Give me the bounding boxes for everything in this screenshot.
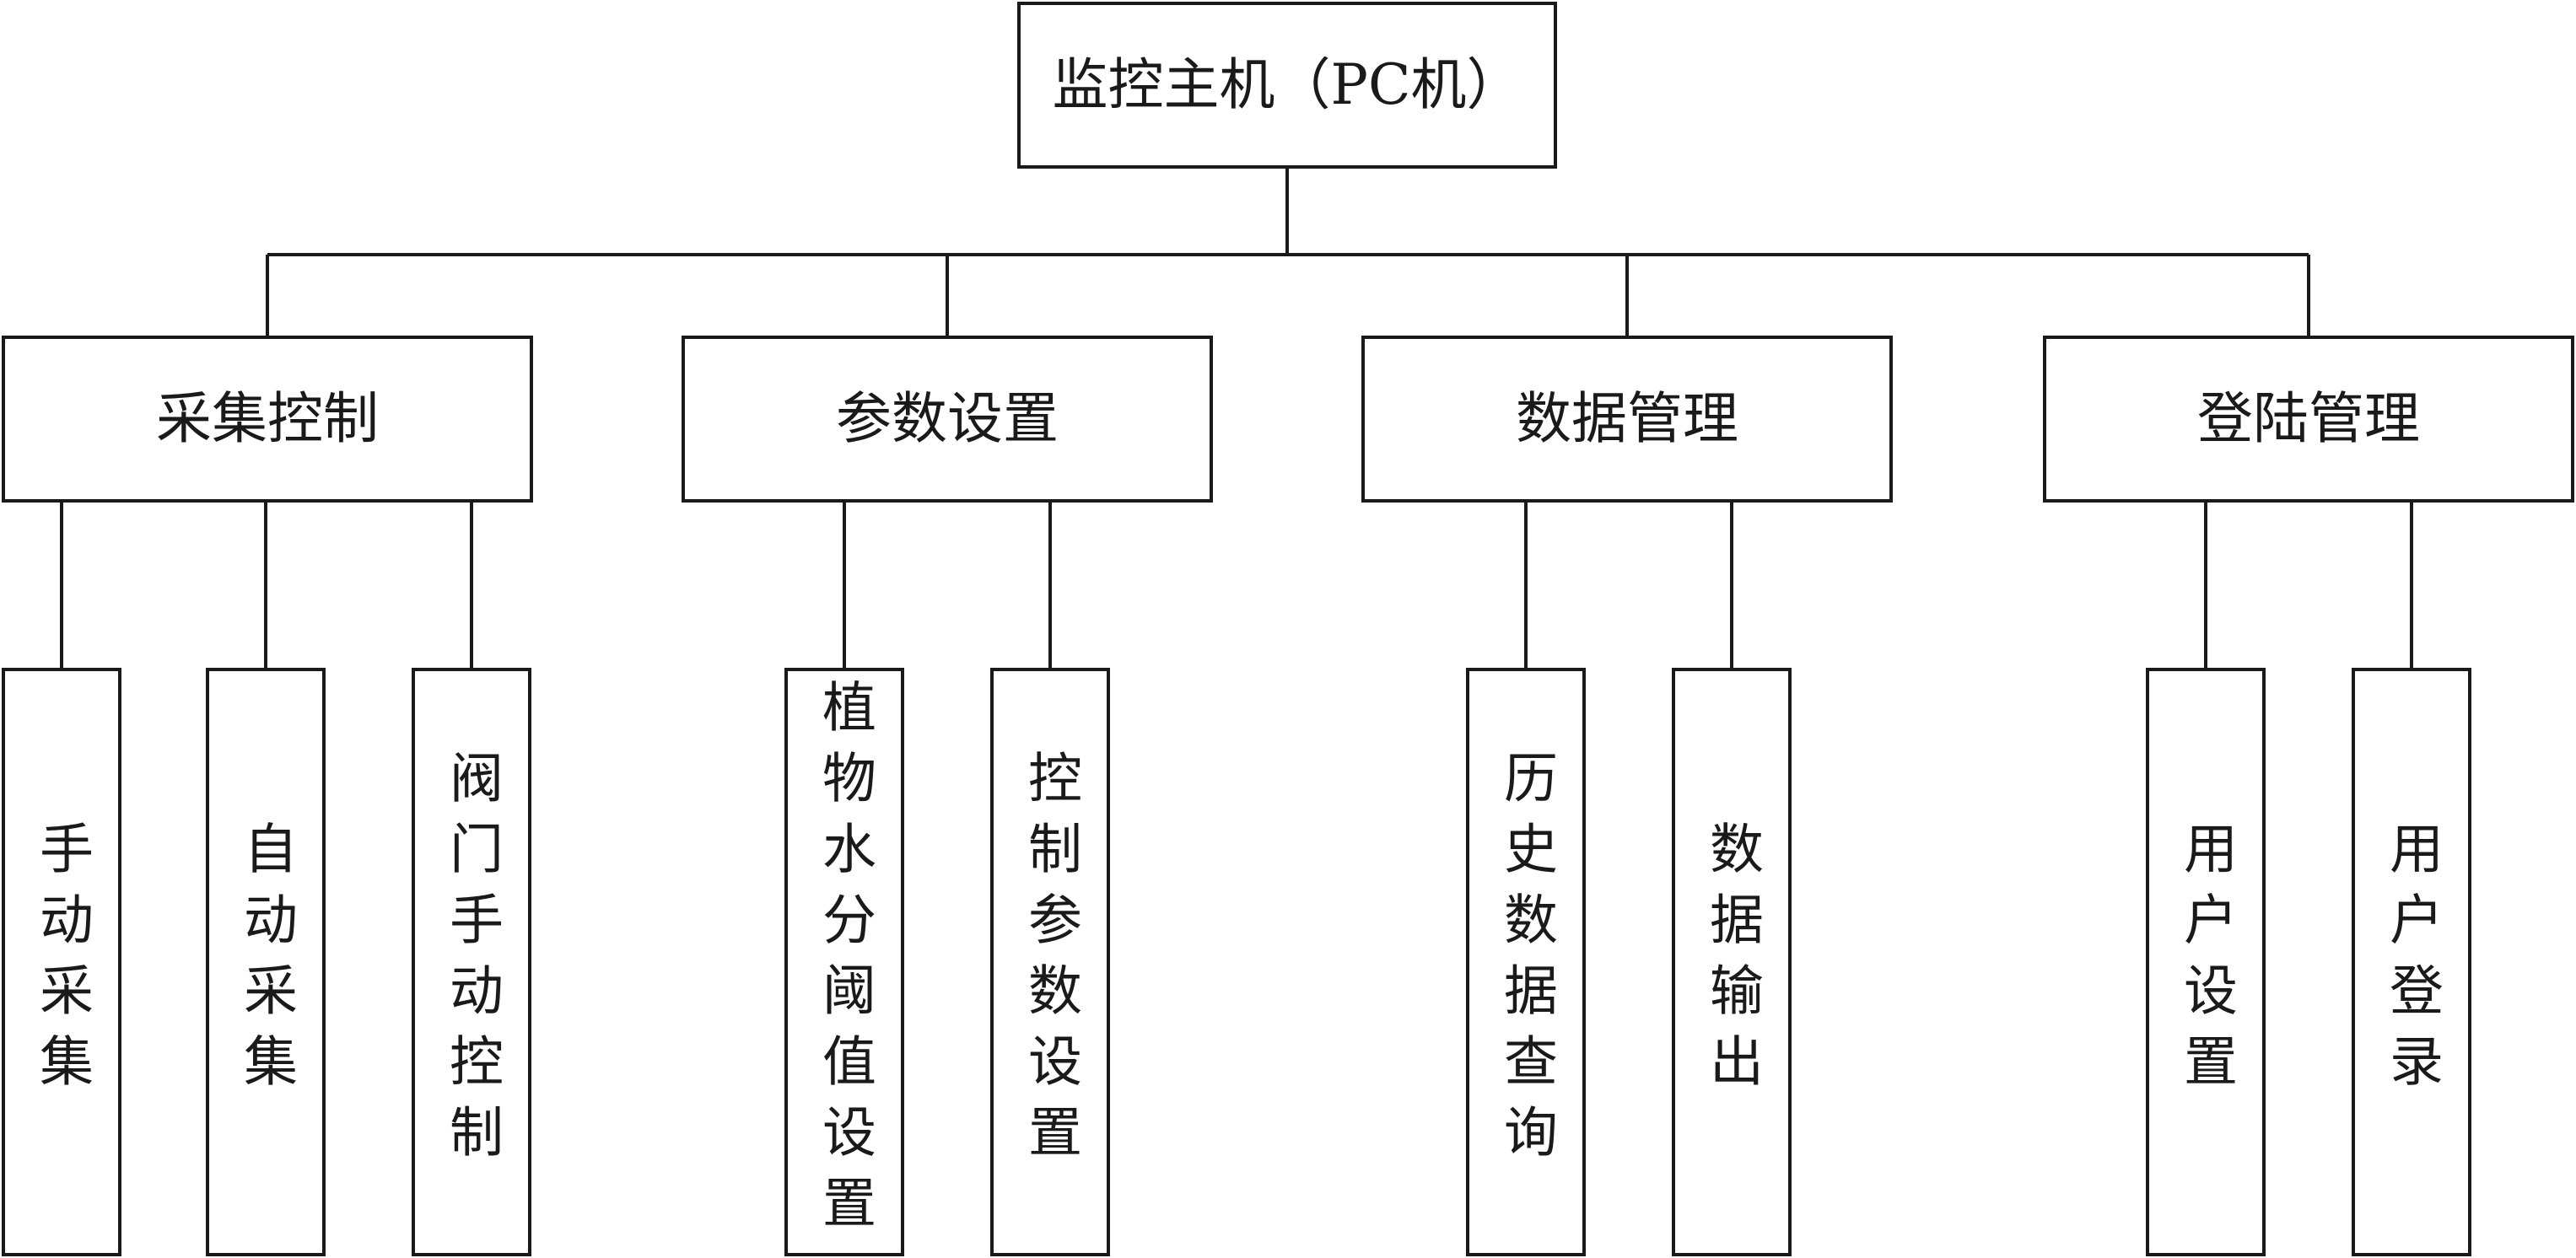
node-label: 阀门手动控制 — [440, 750, 503, 1175]
node-user-login: 用户登录 — [2352, 668, 2471, 1256]
node-label: 参数设置 — [836, 386, 1059, 451]
node-automatic-acquisition: 自动采集 — [206, 668, 326, 1256]
node-valve-manual-control: 阀门手动控制 — [412, 668, 531, 1256]
node-label: 自动采集 — [234, 820, 297, 1104]
node-data-output: 数据输出 — [1672, 668, 1792, 1256]
node-label: 登陆管理 — [2197, 386, 2420, 451]
node-login-management: 登陆管理 — [2043, 336, 2574, 503]
node-control-parameter-settings: 控制参数设置 — [990, 668, 1110, 1256]
node-manual-acquisition: 手动采集 — [2, 668, 121, 1256]
node-acquisition-control: 采集控制 — [2, 336, 533, 503]
node-label: 采集控制 — [156, 386, 379, 451]
node-parameter-settings: 参数设置 — [682, 336, 1213, 503]
node-label: 用户登录 — [2380, 820, 2443, 1104]
node-data-management: 数据管理 — [1361, 336, 1893, 503]
node-label: 用户设置 — [2175, 820, 2237, 1104]
node-label: 监控主机（PC机） — [1052, 52, 1522, 117]
node-label: 历史数据查询 — [1495, 750, 1557, 1175]
node-plant-moisture-threshold: 植物水分阈值设置 — [784, 668, 904, 1256]
node-user-settings: 用户设置 — [2146, 668, 2266, 1256]
node-root-monitoring-host: 监控主机（PC机） — [1017, 2, 1557, 169]
node-label: 控制参数设置 — [1019, 750, 1081, 1175]
node-label: 数据输出 — [1700, 820, 1763, 1104]
node-history-data-query: 历史数据查询 — [1466, 668, 1586, 1256]
node-label: 数据管理 — [1516, 386, 1738, 451]
node-label: 手动采集 — [30, 820, 93, 1104]
node-label: 植物水分阈值设置 — [813, 679, 876, 1245]
